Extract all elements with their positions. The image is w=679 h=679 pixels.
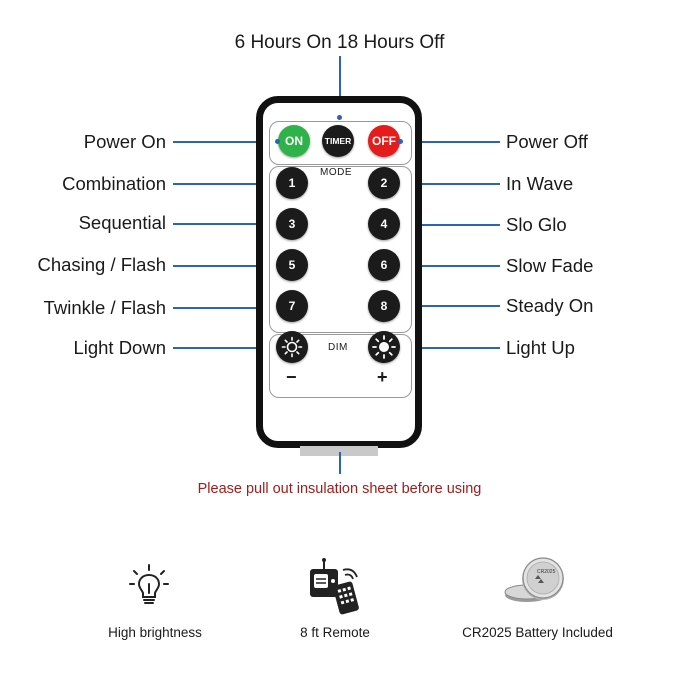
leader-line — [173, 183, 276, 185]
minus-label: − — [286, 367, 297, 387]
leader-line — [173, 141, 278, 143]
timer-button[interactable]: TIMER — [322, 125, 354, 157]
insulation-notice: Please pull out insulation sheet before … — [197, 481, 482, 497]
leader-line — [400, 224, 500, 226]
leader-line — [173, 307, 276, 309]
label-combination: Combination — [62, 173, 166, 194]
on-button[interactable]: ON — [278, 125, 310, 157]
insulation-sheet-tab[interactable] — [300, 446, 378, 456]
mode-button-3[interactable]: 3 — [276, 208, 308, 240]
label-chasing-flash: Chasing / Flash — [37, 254, 166, 275]
mode-button-1[interactable]: 1 — [276, 167, 308, 199]
label-light-up: Light Up — [506, 337, 575, 358]
battery-model-text: CR2025 — [537, 569, 556, 575]
label-slo-glo: Slo Glo — [506, 214, 567, 235]
leader-dot — [275, 139, 280, 144]
feature-8ft-remote: 8 ft Remote — [300, 625, 370, 640]
leader-line — [400, 265, 500, 267]
mode-button-7[interactable]: 7 — [276, 290, 308, 322]
sun-bright-icon — [372, 335, 396, 359]
dim-down-button[interactable] — [276, 331, 308, 363]
lightbulb-icon — [128, 563, 170, 611]
leader-line — [400, 347, 500, 349]
dim-label: DIM — [328, 342, 348, 353]
timer-description: 6 Hours On 18 Hours Off — [234, 32, 445, 53]
label-in-wave: In Wave — [506, 173, 574, 194]
leader-line — [173, 265, 276, 267]
mode-button-2[interactable]: 2 — [368, 167, 400, 199]
label-light-down: Light Down — [73, 337, 166, 358]
label-twinkle-flash: Twinkle / Flash — [43, 297, 166, 318]
leader-line — [400, 183, 500, 185]
off-button[interactable]: OFF — [368, 125, 400, 157]
leader-line — [400, 305, 500, 307]
leader-line — [173, 347, 276, 349]
mode-button-8[interactable]: 8 — [368, 290, 400, 322]
label-power-off: Power Off — [506, 131, 588, 152]
mode-button-5[interactable]: 5 — [276, 249, 308, 281]
mode-button-6[interactable]: 6 — [368, 249, 400, 281]
mode-label: MODE — [320, 167, 352, 178]
label-power-on: Power On — [83, 131, 166, 152]
label-sequential: Sequential — [78, 212, 166, 233]
dim-up-button[interactable] — [368, 331, 400, 363]
mode-button-4[interactable]: 4 — [368, 208, 400, 240]
remote-icon — [305, 557, 365, 615]
feature-cr2025-battery: CR2025 Battery Included — [462, 625, 613, 640]
timer-leader-line — [339, 56, 341, 118]
insulation-leader-line — [339, 452, 341, 474]
feature-high-brightness: High brightness — [108, 625, 202, 640]
leader-dot — [398, 139, 403, 144]
label-slow-fade: Slow Fade — [506, 255, 594, 276]
label-steady-on: Steady On — [506, 295, 594, 316]
leader-line — [173, 223, 276, 225]
leader-dot — [337, 115, 342, 120]
plus-label: + — [377, 367, 388, 387]
battery-icon: CR2025 — [497, 555, 569, 605]
leader-line — [400, 141, 500, 143]
sun-dim-icon — [281, 336, 303, 358]
